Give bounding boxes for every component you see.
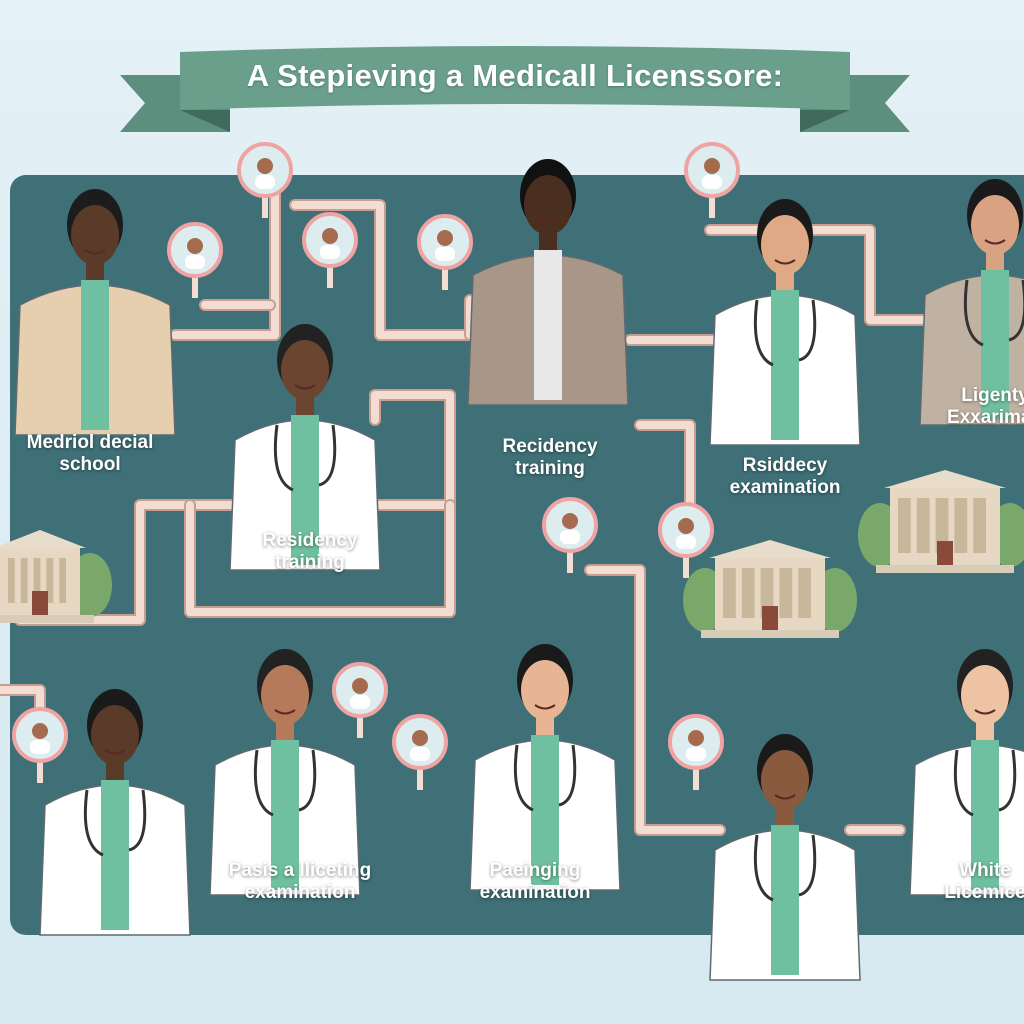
magnifier-portrait-icon <box>668 714 724 790</box>
stethoscope-icon <box>753 834 817 902</box>
magnifier-portrait-icon <box>12 707 68 783</box>
magnifier-doctor-icon <box>542 497 598 573</box>
doctor-figure <box>209 649 361 896</box>
magnifier-portrait-icon <box>658 502 714 578</box>
page-title: A Stepieving a Medicall Licenssore: <box>246 58 784 93</box>
doctor-figure <box>39 689 191 936</box>
building-icon <box>0 530 112 623</box>
stethoscope-icon <box>753 299 817 367</box>
doctor-figure <box>14 189 176 436</box>
magnifier-portrait-icon <box>332 662 388 738</box>
pipe <box>634 419 696 516</box>
building-icon <box>858 470 1024 573</box>
magnifier-clock-icon <box>684 142 740 218</box>
stethoscope-icon <box>83 789 147 857</box>
doctor-figure <box>467 159 629 406</box>
magnifier-lungs-icon <box>237 142 293 218</box>
doctor-figure <box>919 179 1024 426</box>
pipe <box>291 201 484 339</box>
pipe <box>636 421 694 514</box>
stethoscope-icon <box>513 744 577 812</box>
doctor-figure <box>909 649 1024 896</box>
pipe <box>186 501 454 616</box>
pipe <box>586 566 724 834</box>
stethoscope-icon <box>953 749 1017 817</box>
stethoscope-icon <box>273 424 337 492</box>
building-icon <box>683 540 857 638</box>
stethoscope-icon <box>963 279 1024 347</box>
stethoscope-icon <box>253 749 317 817</box>
doctor-figure <box>709 734 861 981</box>
doctor-figure <box>469 644 621 891</box>
magnifier-portrait-icon <box>302 212 358 288</box>
title-ribbon <box>120 46 910 132</box>
doctor-figure <box>229 324 381 571</box>
magnifier-portrait-icon <box>167 222 223 298</box>
magnifier-portrait-icon <box>392 714 448 790</box>
doctor-figure <box>709 199 861 446</box>
step-label-licensing-examination: LigentyExxarimati <box>946 385 1024 428</box>
pipe <box>171 186 279 339</box>
magnifier-doctor-icon <box>417 214 473 290</box>
